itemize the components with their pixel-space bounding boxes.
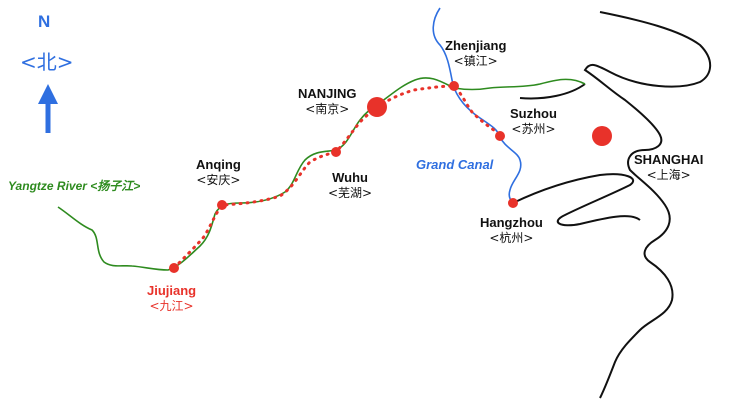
city-name-en: Suzhou [510,106,557,121]
city-label-anqing: Anqing <安庆> [196,157,241,187]
city-label-wuhu: Wuhu <芜湖> [328,170,372,200]
marker-zhenjiang [449,81,459,91]
grand-canal [432,7,522,204]
compass-letter: N [38,12,51,31]
compass-chinese: <北> [20,50,74,74]
marker-suzhou [495,131,505,141]
north-arrow-icon [38,84,58,133]
city-name-zh: <九江> [149,298,194,313]
city-label-suzhou: Suzhou <苏州> [510,106,557,136]
city-label-nanjing: NANJING <南京> [298,86,357,116]
city-name-en: Zhenjiang [445,38,507,53]
hangzhou-bay [512,173,641,227]
city-name-en: Anqing [196,157,241,172]
coastline [583,11,712,399]
yangtze-estuary [519,83,586,100]
city-name-en: Wuhu [332,170,368,185]
city-name-zh: <芜湖> [328,185,373,200]
marker-shanghai [592,126,612,146]
city-label-shanghai: SHANGHAI <上海> [634,152,703,182]
city-name-en: Jiujiang [147,283,197,298]
marker-nanjing [367,97,387,117]
city-label-jiujiang: Jiujiang <九江> [147,283,196,313]
city-name-zh: <南京> [305,101,350,116]
marker-anqing [217,200,227,210]
grand-canal-label: Grand Canal [416,157,494,172]
city-name-en: SHANGHAI [634,152,704,167]
yangtze-river-label: Yangtze River <扬子江> [8,179,141,193]
city-name-zh: <上海> [646,167,691,182]
marker-jiujiang [169,263,179,273]
city-label-hangzhou: Hangzhou <杭州> [480,215,543,245]
city-name-en: NANJING [298,86,357,101]
city-name-zh: <杭州> [489,230,534,245]
city-label-zhenjiang: Zhenjiang <镇江> [445,38,506,68]
city-name-zh: <安庆> [196,172,241,187]
marker-wuhu [331,147,341,157]
marker-hangzhou [508,198,518,208]
city-name-zh: <苏州> [511,121,556,136]
city-name-en: Hangzhou [480,215,543,230]
city-name-zh: <镇江> [453,53,498,68]
